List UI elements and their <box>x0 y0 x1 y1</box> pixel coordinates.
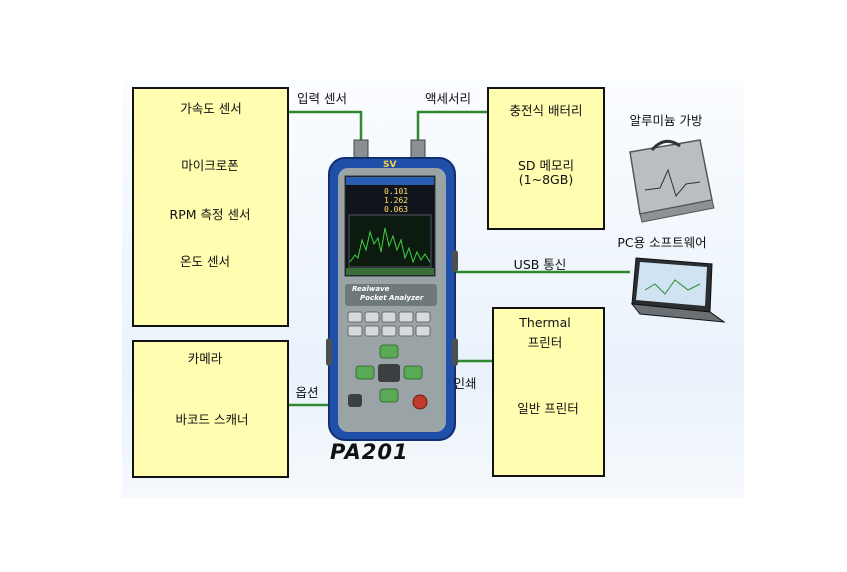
screen-value-2: 1.262 <box>384 196 409 205</box>
option-box <box>132 340 289 478</box>
enter-ok-key <box>378 364 400 382</box>
screen-value-1: 0.101 <box>384 187 409 196</box>
sensor-label-microphone: 마이크로폰 <box>181 158 239 173</box>
sd-capacity-label: (1~8GB) <box>518 172 574 187</box>
thermal-printer-label-1: Thermal <box>519 315 571 330</box>
option-label: 옵션 <box>295 385 319 400</box>
function-key-grid <box>347 311 431 337</box>
nav-right-key <box>403 365 423 380</box>
usb-label: USB 통신 <box>513 257 567 272</box>
thermal-printer-label-2: 프린터 <box>527 335 563 350</box>
device-side-grip-right <box>452 338 458 366</box>
screen-icon-bar <box>346 268 434 275</box>
model-name: PA201 <box>330 440 409 464</box>
screen-titlebar <box>346 177 434 185</box>
screen-value-3: 0.063 <box>384 205 409 214</box>
battery-label: 충전식 배터리 <box>509 103 583 118</box>
device-brand-line1: Realwave <box>352 285 390 293</box>
device-logo: SV <box>383 160 397 170</box>
sensor-box <box>132 87 289 327</box>
sensor-label-rpm: RPM 측정 센서 <box>169 207 251 222</box>
barcode-scanner-label: 바코드 스캐너 <box>175 412 249 427</box>
sd-memory-label: SD 메모리 <box>517 158 575 173</box>
sensor-label-accelerometer: 가속도 센서 <box>180 101 242 116</box>
nav-left-key <box>355 365 375 380</box>
device-side-knob-right <box>452 250 458 272</box>
print-label: 인쇄 <box>453 376 477 391</box>
camera-label: 카메라 <box>187 351 223 366</box>
device-side-grip-left <box>326 338 332 366</box>
accessory-box <box>487 87 605 230</box>
nav-down-key <box>379 388 399 403</box>
accessory-label: 액세서리 <box>424 91 472 106</box>
sensor-label-temperature: 온도 센서 <box>180 254 230 269</box>
connector-input-sensor <box>288 110 363 160</box>
printer-box <box>492 307 605 477</box>
connector-accessory <box>416 110 487 160</box>
power-key <box>412 394 428 410</box>
general-printer-label: 일반 프린터 <box>517 401 579 416</box>
device-brand-plate <box>345 284 437 306</box>
nav-up-key <box>379 344 399 359</box>
device-brand-line2: Pocket Analyzer <box>360 294 424 302</box>
pc-software-label: PC용 소프트웨어 <box>617 235 707 250</box>
aluminum-case-image <box>629 139 715 223</box>
input-sensor-label: 입력 센서 <box>297 91 347 106</box>
esc-key <box>348 394 362 407</box>
laptop-image <box>630 257 726 323</box>
aluminum-case-label: 알루미늄 가방 <box>629 113 703 128</box>
screen-waveform <box>349 227 431 264</box>
